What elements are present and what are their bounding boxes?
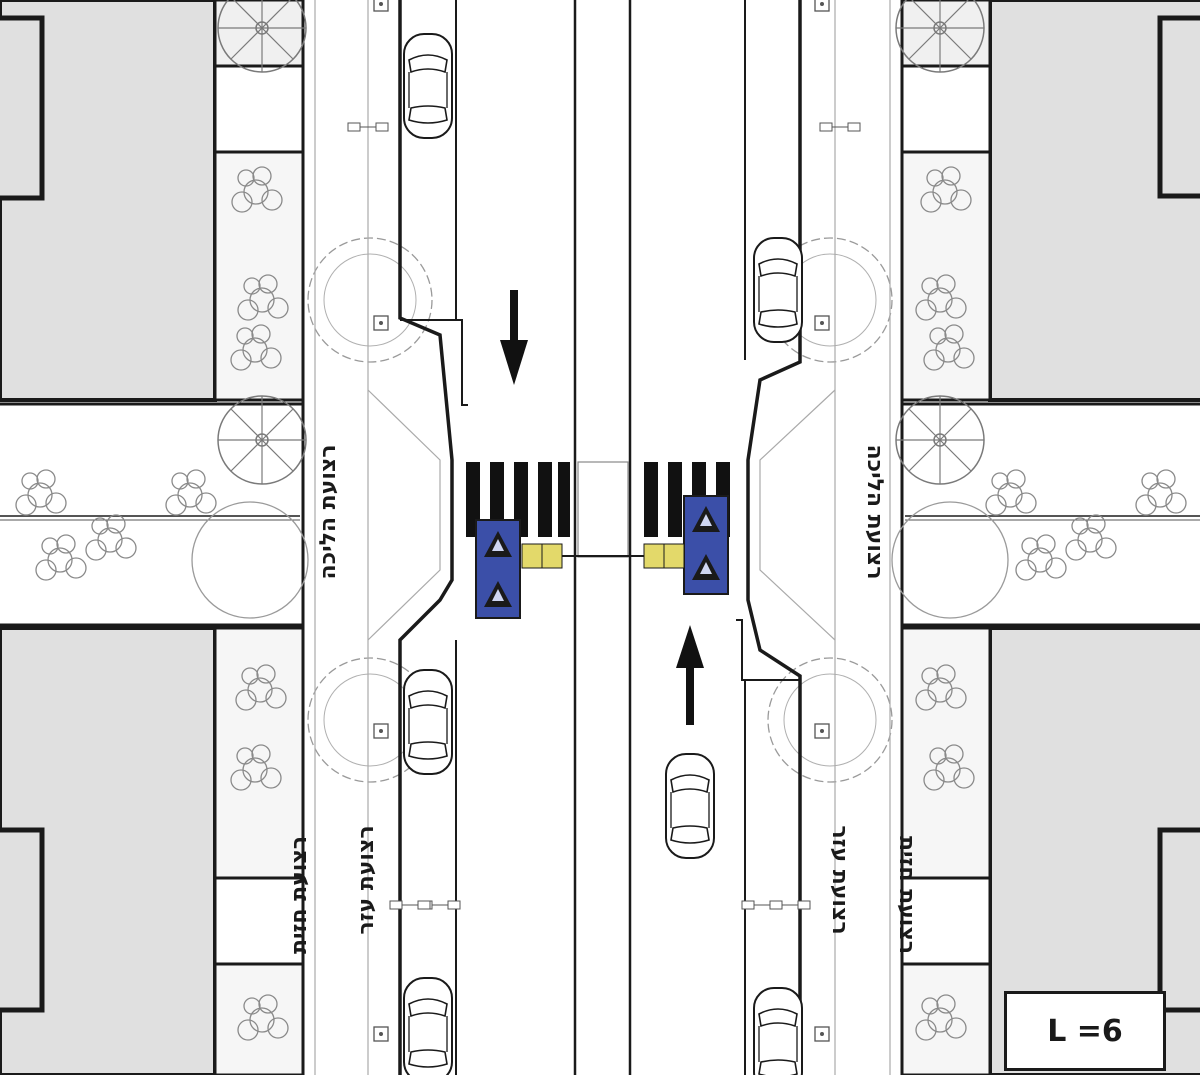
arrow-down-icon	[500, 290, 528, 385]
car-driving-right	[665, 753, 715, 859]
curb-right	[746, 0, 802, 1075]
label-walkway-right: רצועת הליכה	[862, 445, 887, 580]
label-service-right: רצועת עזר	[827, 825, 852, 934]
building-bottom-left	[0, 626, 217, 1075]
center-lines	[573, 0, 632, 1075]
frontage-strip-right	[900, 0, 992, 1075]
walkway-guides	[314, 0, 891, 1075]
scale-label: L =6	[1004, 991, 1166, 1071]
cross-passage	[0, 402, 1200, 627]
car-parked-right-bottom	[753, 987, 803, 1075]
signal-block-right	[683, 495, 729, 595]
signal-block-left	[475, 519, 521, 619]
curb-left	[398, 0, 454, 1075]
label-frontage-left: רצועת חזית	[287, 836, 312, 954]
tactile-paving	[521, 543, 685, 569]
crosswalk-left	[466, 462, 570, 537]
car-parked-left-top	[403, 33, 453, 139]
label-frontage-right: רצועת חזית	[894, 836, 919, 954]
vegetation	[15, 0, 1187, 1041]
label-walkway-left: רצועת הליכה	[316, 445, 341, 580]
car-parked-left-bottom	[403, 977, 453, 1075]
building-top-left	[0, 0, 217, 402]
frontage-strip-left	[213, 0, 305, 1075]
building-top-right	[988, 0, 1200, 402]
car-parked-right-top	[753, 237, 803, 343]
car-parked-left-mid	[403, 669, 453, 775]
label-service-left: רצועת עזר	[354, 825, 379, 934]
arrow-up-icon	[676, 625, 704, 725]
parking-edge	[400, 0, 800, 1075]
